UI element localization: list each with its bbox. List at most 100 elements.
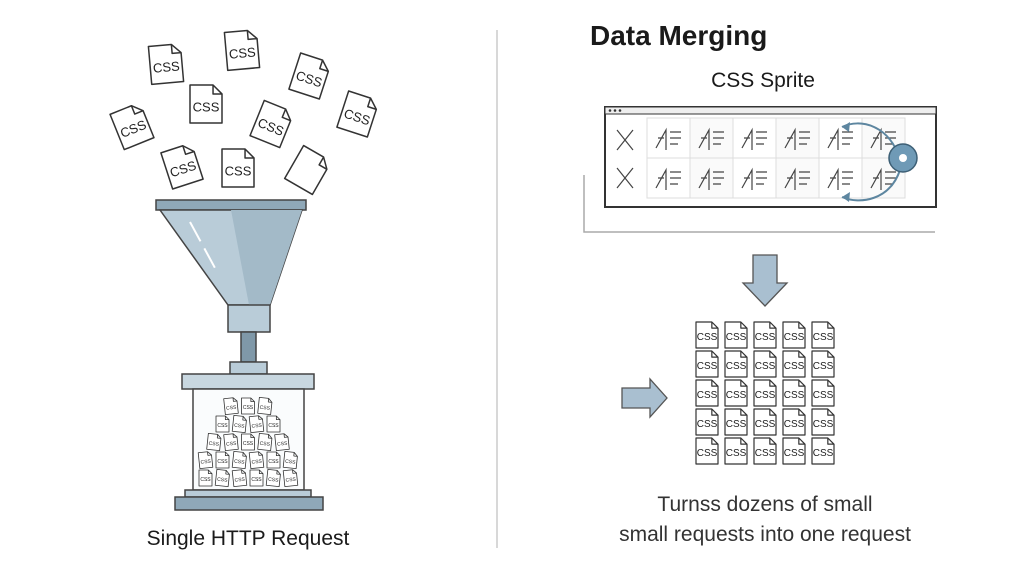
sprite-cell [689,157,734,199]
down-arrow [741,254,789,307]
css-file-icon: CSS [214,468,230,488]
sprite-glyph-icon [698,127,724,150]
sprite-glyph-icon [741,127,767,150]
css-file-label: CSS [268,459,279,465]
css-file-label: CSS [784,390,805,401]
css-file-icon: CSS [223,29,261,72]
css-file-label: CSS [152,58,180,75]
css-file-icon: CSS [695,437,719,465]
css-file-label: CSS [217,459,228,465]
sprite-glyph-icon [655,167,681,190]
css-file-label: CSS [193,100,220,115]
css-file-icon: CSS [223,397,239,416]
css-file-icon: CSS [223,433,239,452]
sprite-glyph-icon [870,167,896,190]
caption-line-1: Turnss dozens of small [657,493,873,516]
css-file-icon: CSS [197,451,214,470]
sprite-cell [818,117,863,159]
css-file-label: CSS [726,390,747,401]
css-file-label: CSS [243,405,254,411]
css-file-label: CSS [813,419,834,430]
css-file-icon: CSS [753,437,777,465]
css-file-icon: CSS [782,379,806,407]
sprite-glyph-icon [616,129,634,151]
css-file-label: CSS [234,459,246,466]
css-file-icon: CSS [215,451,230,469]
css-file-icon: CSS [811,321,835,349]
css-file-icon: CSS [198,469,213,487]
css-file-label: CSS [251,477,262,483]
css-file-label: CSS [251,423,263,430]
css-file-icon: CSS [231,414,247,434]
sprite-cell [775,117,820,159]
css-file-icon: CSS [811,437,835,465]
css-file-label: CSS [226,405,238,412]
css-file-label: CSS [217,477,229,484]
css-file-icon: CSS [248,451,265,470]
sprite-cell [775,157,820,199]
css-file-icon: CSS [811,350,835,378]
css-file-icon: CSS [695,350,719,378]
sprite-glyph-icon [784,127,810,150]
css-file-label: CSS [784,361,805,372]
css-file-label: CSS [217,423,228,429]
css-file-icon: CSS [282,450,298,470]
css-file-label: CSS [726,448,747,459]
css-file-label: CSS [697,448,718,459]
css-file-icon: CSS [189,84,223,124]
css-file-label: CSS [697,361,718,372]
css-file-icon: CSS [206,432,222,452]
sprite-subtitle: CSS Sprite [711,69,815,92]
css-file-icon: CSS [753,321,777,349]
css-file-label: CSS [225,164,252,179]
css-file-label: CSS [726,419,747,430]
css-file-icon: CSS [695,321,719,349]
css-file-icon: CSS [241,397,255,415]
css-file-icon: CSS [753,379,777,407]
css-file-label: CSS [234,477,246,484]
css-file-icon: CSS [109,104,155,151]
sprite-cell [732,157,777,199]
caption-line-2: small requests into one request [619,523,911,546]
css-file-icon: CSS [724,321,748,349]
sprite-glyph-icon [616,167,634,189]
css-file-icon: CSS [724,379,748,407]
css-file-icon: CSS [266,415,281,433]
sprite-cell [689,117,734,159]
css-file-label: CSS [285,477,297,484]
css-file-icon: CSS [724,408,748,436]
css-file-icon: CSS [265,468,281,488]
css-file-icon: CSS [231,450,247,470]
css-sprite-window [583,106,937,233]
css-file-label: CSS [784,332,805,343]
right-arrow [621,377,668,419]
css-file-label: CSS [813,390,834,401]
css-file-label: CSS [755,390,776,401]
css-file-icon: CSS [257,432,273,452]
css-file-icon: CSS [160,145,204,190]
sprite-glyph-icon [784,167,810,190]
css-file-label: CSS [697,419,718,430]
css-file-label: CSS [200,477,211,483]
css-file-icon: CSS [782,350,806,378]
css-file-icon: CSS [274,433,290,452]
css-file-icon: CSS [782,437,806,465]
css-file-label: CSS [697,332,718,343]
css-file-label: CSS [813,332,834,343]
sprite-glyph-icon [827,127,853,150]
css-file-icon: CSS [231,469,248,488]
css-file-label: CSS [259,405,271,412]
funnel [155,199,324,511]
css-file-label: CSS [228,44,256,61]
css-file-icon: CSS [288,52,330,100]
sprite-cell [646,157,691,199]
sprite-glyph-icon [741,167,767,190]
css-file-label: CSS [813,361,834,372]
css-file-label: CSS [726,332,747,343]
css-file-label: CSS [755,361,776,372]
